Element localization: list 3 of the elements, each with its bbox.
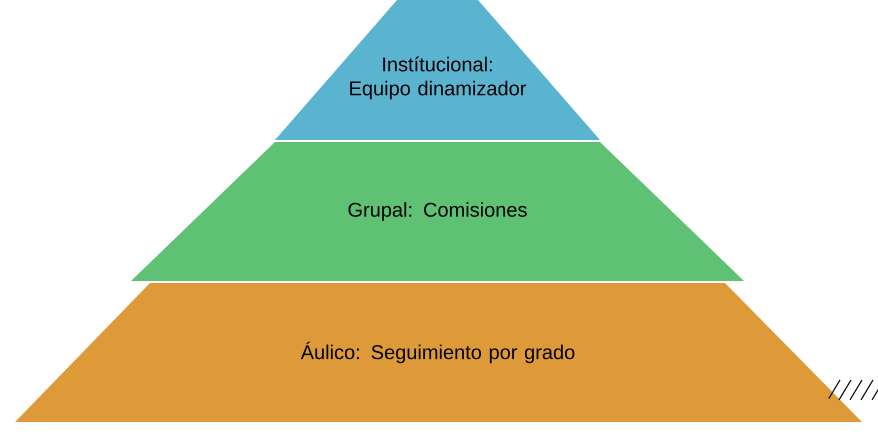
pyramid-level: Áulico: Seguimiento por grado <box>15 282 862 422</box>
pyramid-level: Instítucional: Equipo dinamizador <box>275 0 600 140</box>
pyramid-level: Grupal: Comisiones <box>131 142 744 281</box>
